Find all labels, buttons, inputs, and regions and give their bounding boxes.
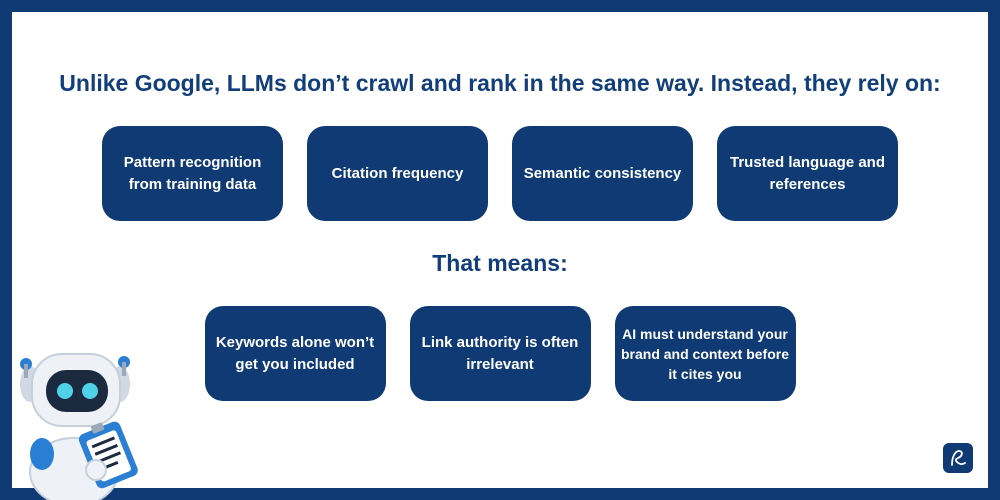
factor-trusted-language: Trusted language and references (717, 126, 898, 221)
implication-keywords: Keywords alone won’t get you included (204, 306, 386, 401)
implications-row: Keywords alone won’t get you included Li… (12, 306, 988, 401)
factors-row: Pattern recognition from training data C… (12, 126, 988, 221)
factor-semantic-consistency: Semantic consistency (512, 126, 693, 221)
implication-ai-understanding: AI must understand your brand and contex… (614, 306, 796, 401)
factor-citation-frequency: Citation frequency (307, 126, 488, 221)
brand-logo-icon (943, 443, 973, 473)
factor-pattern-recognition: Pattern recognition from training data (102, 126, 283, 221)
main-heading: Unlike Google, LLMs don’t crawl and rank… (59, 70, 941, 96)
implication-link-authority: Link authority is often irrelevant (409, 306, 591, 401)
infographic-card: Unlike Google, LLMs don’t crawl and rank… (12, 12, 988, 500)
sub-heading: That means: (432, 250, 568, 276)
robot-mascot-icon (20, 353, 138, 500)
